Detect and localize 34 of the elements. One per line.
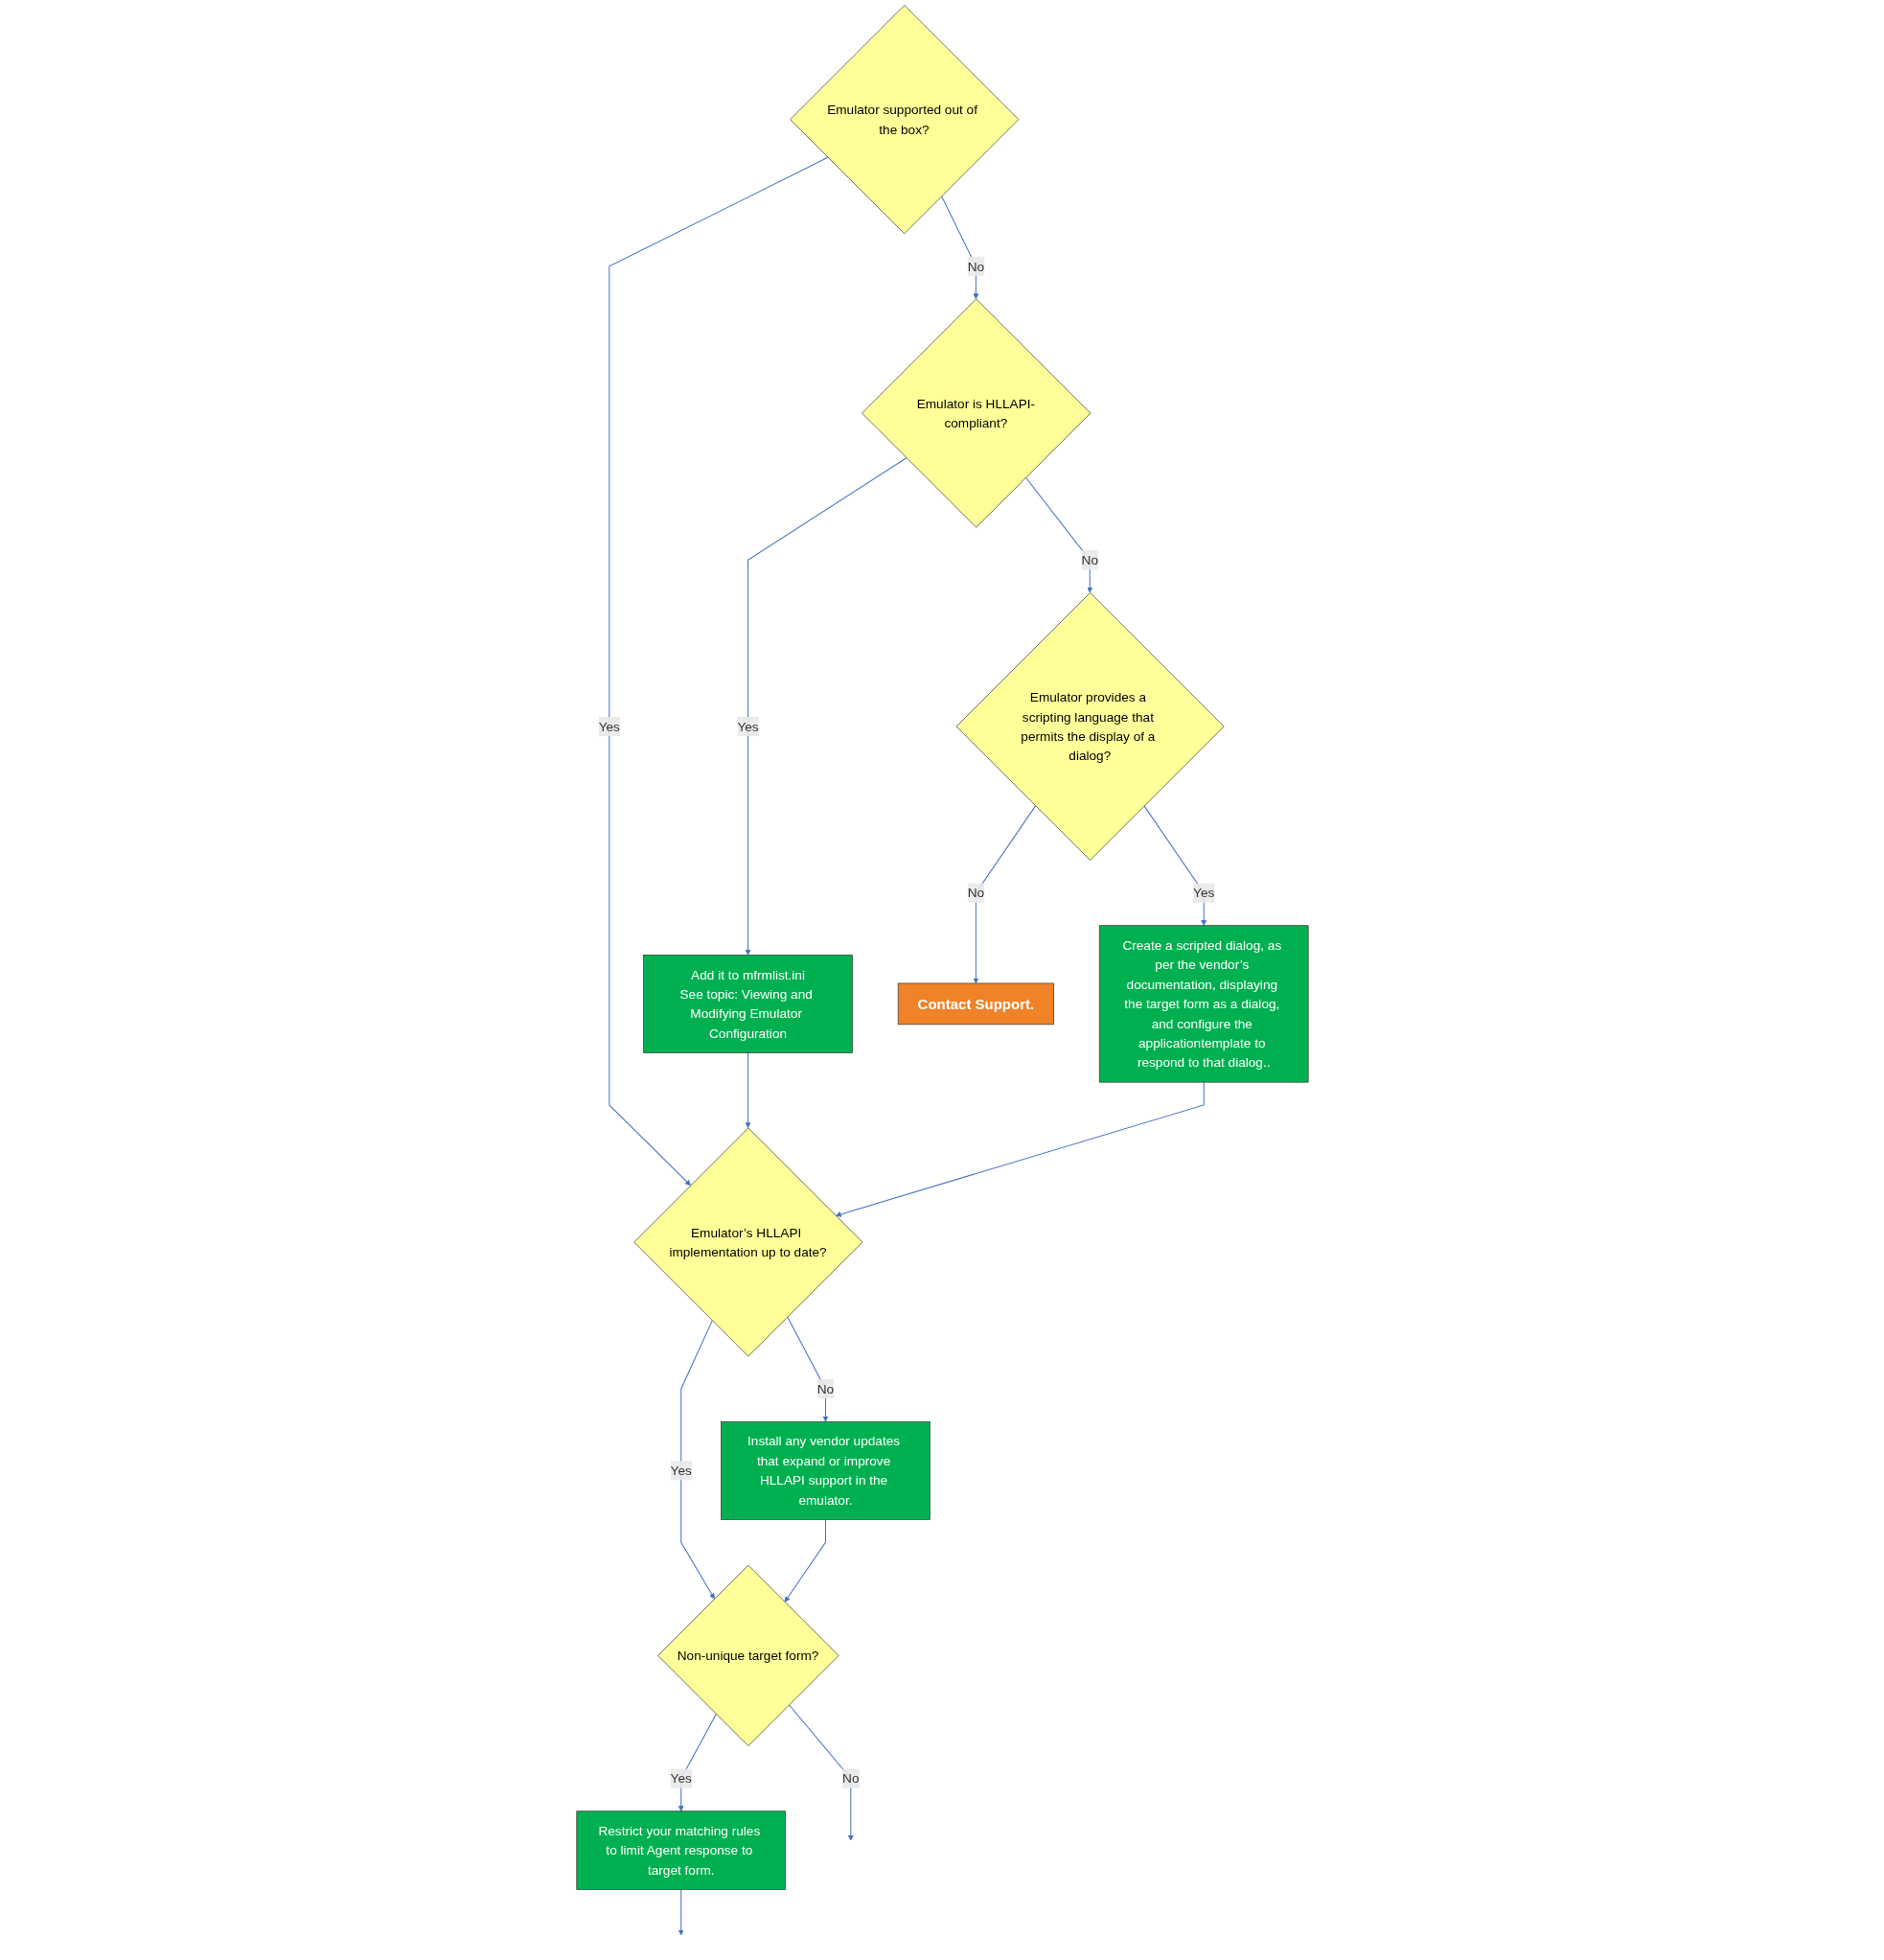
node-box: Contact Support. bbox=[897, 982, 1054, 1026]
edge-label: Yes bbox=[736, 719, 759, 734]
edge-label: No bbox=[967, 259, 984, 274]
node-box: Add it to mfrmlist.ini See topic: Viewing and Modifying Emulator Configuration bbox=[642, 955, 853, 1053]
arrow bbox=[786, 1316, 828, 1422]
arrow bbox=[1143, 805, 1206, 926]
arrow bbox=[678, 1888, 684, 1936]
edge-label: No bbox=[1081, 552, 1098, 567]
node-box: Create a scripted dialog, as per the vendor’s documentation, displaying the target form as a dialog, and configure the applicationtemplate to respond to that dialog.. bbox=[1098, 925, 1309, 1083]
arrow bbox=[972, 805, 1036, 984]
node-box: Restrict your matching rules to limit Agent response to target form. bbox=[575, 1810, 786, 1890]
node-diamond: Emulator supported out of the box? bbox=[789, 5, 1019, 235]
edge-label: Yes bbox=[1192, 886, 1214, 901]
edge-label: No bbox=[816, 1381, 834, 1396]
node-diamond: Emulator provides a scripting language that permits the display of a dialog? bbox=[955, 592, 1225, 861]
arrow bbox=[679, 1320, 715, 1600]
arrow bbox=[678, 1713, 717, 1811]
node-box: Install any vendor updates that expand or improve HLLAPI support in the emulator. bbox=[720, 1420, 931, 1520]
edge-label: Yes bbox=[670, 1771, 692, 1787]
arrow bbox=[745, 1052, 751, 1129]
arrow bbox=[608, 156, 828, 1187]
arrow bbox=[1024, 476, 1092, 593]
arrow bbox=[788, 1704, 854, 1841]
node-diamond: Non-unique target form? bbox=[656, 1564, 839, 1746]
arrow bbox=[835, 1081, 1205, 1217]
node-diamond: Emulator is HLLAPI-compliant? bbox=[861, 298, 1091, 528]
arrow bbox=[940, 196, 978, 300]
edge-label: Yes bbox=[670, 1463, 692, 1478]
edge-label: No bbox=[841, 1771, 860, 1787]
arrow bbox=[784, 1518, 826, 1603]
arrow bbox=[745, 457, 907, 956]
edge-label: Yes bbox=[598, 719, 620, 734]
node-diamond: Emulator’s HLLAPI implementation up to date? bbox=[632, 1127, 862, 1357]
edge-label: No bbox=[967, 886, 984, 901]
